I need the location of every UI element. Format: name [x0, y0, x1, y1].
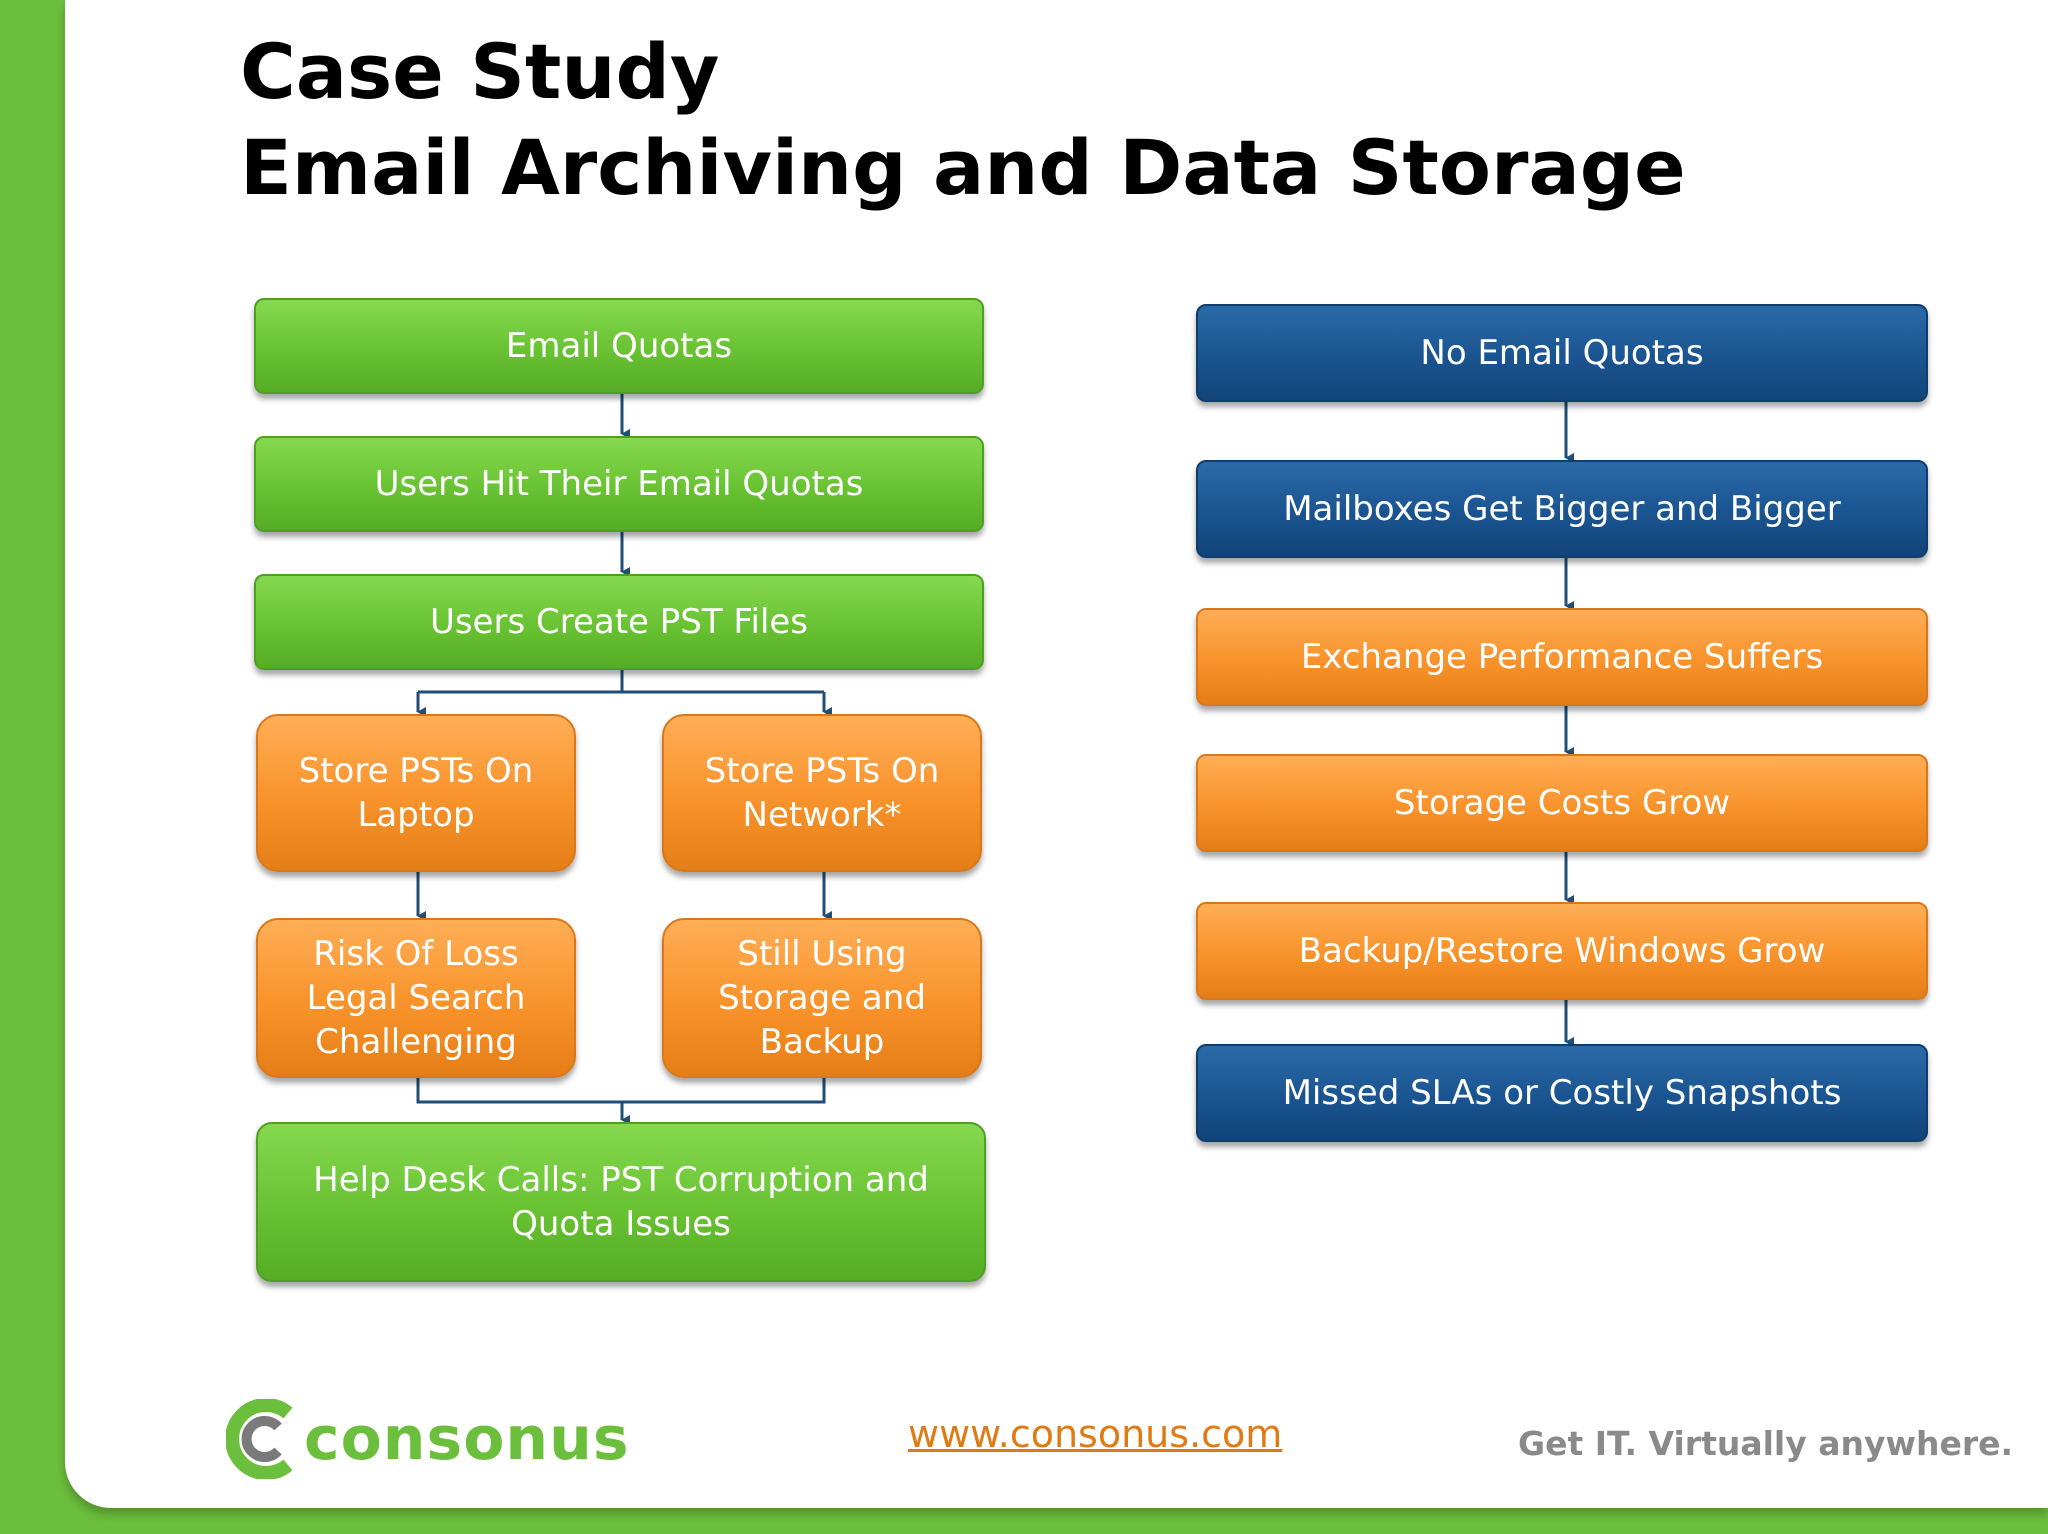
- logo-wordmark: consonus: [304, 1404, 630, 1474]
- node-risk-of-loss: Risk Of Loss Legal Search Challenging: [256, 918, 576, 1078]
- node-exchange-performance: Exchange Performance Suffers: [1196, 608, 1928, 706]
- consonus-logo: consonus: [226, 1396, 630, 1482]
- title-line-2: Email Archiving and Data Storage: [240, 123, 1686, 212]
- node-users-create-pst: Users Create PST Files: [254, 574, 984, 670]
- node-backup-restore: Backup/Restore Windows Grow: [1196, 902, 1928, 1000]
- website-link[interactable]: www.consonus.com: [908, 1412, 1283, 1456]
- node-storage-costs: Storage Costs Grow: [1196, 754, 1928, 852]
- tagline: Get IT. Virtually anywhere.: [1518, 1424, 2014, 1463]
- node-missed-slas: Missed SLAs or Costly Snapshots: [1196, 1044, 1928, 1142]
- slide-title: Case Study Email Archiving and Data Stor…: [240, 24, 1686, 216]
- node-mailboxes-bigger: Mailboxes Get Bigger and Bigger: [1196, 460, 1928, 558]
- node-email-quotas: Email Quotas: [254, 298, 984, 394]
- title-line-1: Case Study: [240, 27, 720, 116]
- node-users-hit-quotas: Users Hit Their Email Quotas: [254, 436, 984, 532]
- node-store-pst-laptop: Store PSTs On Laptop: [256, 714, 576, 872]
- merge-line: [416, 1078, 826, 1104]
- node-still-using-storage: Still Using Storage and Backup: [662, 918, 982, 1078]
- consonus-logo-icon: [226, 1399, 293, 1479]
- node-no-email-quotas: No Email Quotas: [1196, 304, 1928, 402]
- node-help-desk-calls: Help Desk Calls: PST Corruption and Quot…: [256, 1122, 986, 1282]
- split-line: [418, 670, 624, 694]
- node-store-pst-network: Store PSTs On Network*: [662, 714, 982, 872]
